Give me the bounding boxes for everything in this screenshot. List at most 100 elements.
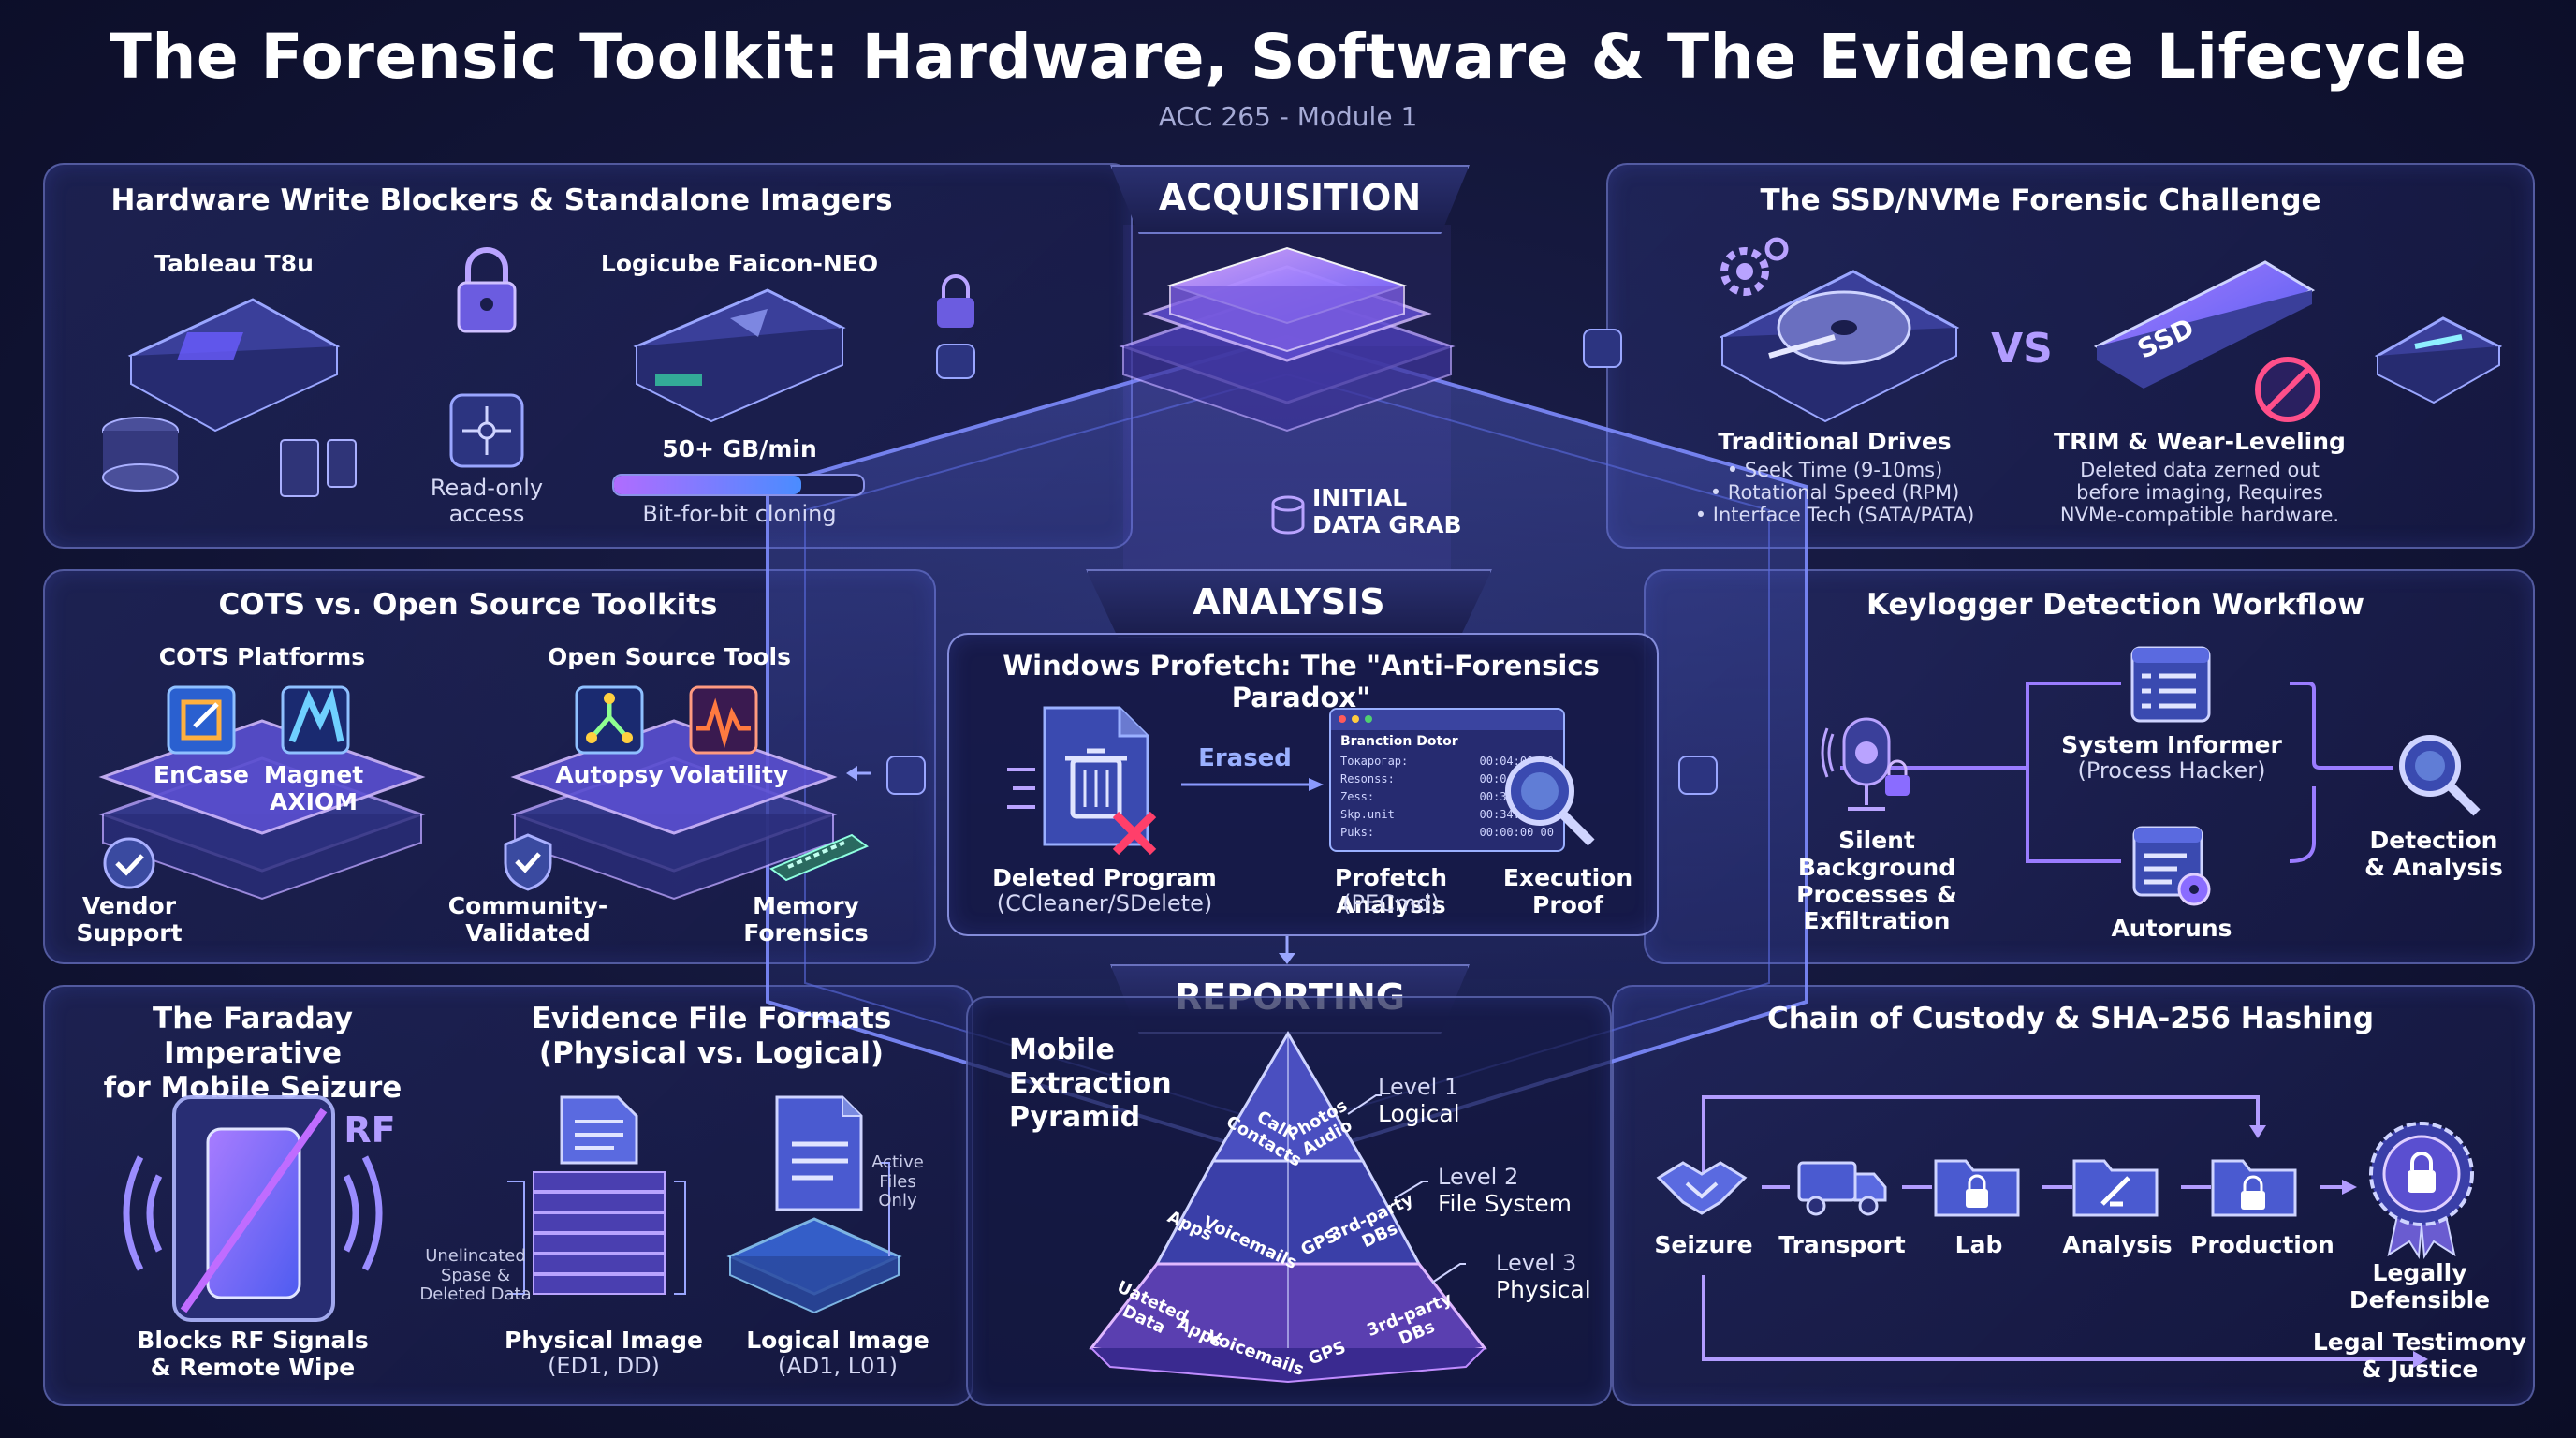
acquisition-banner: ACQUISITION (1110, 165, 1470, 234)
unallocated-text: Unelincated Spase & Deleted Data (419, 1246, 532, 1305)
custody-step-label: Transport (1778, 1231, 1906, 1258)
pyramid-title: Mobile Extraction Pyramid (1009, 1034, 1196, 1135)
active-files-label: Active Files Only (856, 1152, 940, 1211)
initial-data-grab-text: INITIAL DATA GRAB (1312, 484, 1462, 538)
faraday-title-text: The Faraday Imperative for Mobile Seizur… (103, 1002, 402, 1106)
logical-image-sub: (AD1, L01) (777, 1353, 899, 1379)
page-title: The Forensic Toolkit: Hardware, Software… (109, 21, 2467, 93)
silent-processes-label: Silent Background Processes & Exfiltrati… (1760, 827, 1994, 935)
window-row-key: Zess: (1340, 790, 1375, 803)
legal-testimony-label: Legal Testimony & Justice (2312, 1328, 2527, 1384)
community-validated-text: Community- Validated (447, 892, 608, 946)
magnet-axiom-label: Magnet AXIOM (253, 761, 374, 816)
hardware-title: Hardware Write Blockers & Standalone Ima… (110, 183, 893, 217)
lock-icon (457, 247, 517, 333)
speed-progress-fill (614, 476, 801, 494)
window-dot-icon (1339, 715, 1346, 723)
initial-data-grab: INITIAL DATA GRAB (1312, 484, 1481, 539)
readonly-label: Read-only access (393, 475, 580, 527)
logicube-label: Logicube Faicon-NEO (600, 250, 879, 277)
production-folder-icon (2211, 1159, 2297, 1217)
window-row: Puks: 00:00:00 00 (1340, 824, 1554, 842)
system-informer-sub: (Process Hacker) (2077, 757, 2266, 784)
trad-item: • Rotational Speed (RPM) (1709, 481, 1960, 505)
truck-icon (1797, 1161, 1887, 1216)
level1-name: Logical (1378, 1100, 1460, 1127)
memory-module-icon (769, 833, 869, 882)
system-informer-label: System Informer (2061, 731, 2282, 758)
window-row-key: Skp.unit (1340, 808, 1395, 821)
gear-icon (1720, 237, 1789, 296)
volatility-label: Volatility (669, 761, 789, 788)
keylogger-title: Keylogger Detection Workflow (1866, 588, 2364, 622)
physical-image-label: Physical Image (505, 1327, 703, 1354)
analysis-banner: ANALYSIS (1086, 569, 1492, 638)
encase-icon (167, 685, 236, 755)
physical-image-stack-icon (507, 1095, 686, 1295)
window-row-value: 00:00:00 00 (1479, 826, 1554, 839)
unallocated-label: Unelincated Spase & Deleted Data (410, 1246, 541, 1305)
autoruns-label: Autoruns (2111, 915, 2232, 942)
active-files-text: Active Files Only (871, 1152, 924, 1211)
window-titlebar (1331, 710, 1563, 730)
formats-title-text: Evidence File Formats (Physical vs. Logi… (531, 1002, 892, 1071)
detection-text: Detection & Analysis (2364, 827, 2503, 881)
cots-platforms-label: COTS Platforms (158, 643, 366, 670)
legally-defensible-text: Legally Defensible (2349, 1259, 2491, 1313)
prefetch-analysis-label: Profetch Analysis (1334, 864, 1448, 918)
keylogger-workflow-lines (1840, 682, 2393, 863)
window-dot-icon (1352, 715, 1359, 723)
readonly-label-text: Read-only access (430, 475, 544, 527)
webcam-lock-icon (1821, 717, 1910, 811)
deleted-file-icon (1007, 706, 1157, 856)
magnifier-icon (1505, 756, 1595, 846)
cloning-label: Bit-for-bit cloning (642, 501, 837, 527)
faraday-bag-phone-icon (123, 1095, 383, 1322)
faraday-caption-text: Blocks RF Signals & Remote Wipe (137, 1327, 369, 1381)
trad-item: • Seek Time (9-10ms) (1726, 459, 1943, 481)
window-row-key: Puks: (1340, 826, 1375, 839)
window-row-key: Resonss: (1340, 772, 1395, 785)
community-validated-label: Community- Validated (444, 892, 612, 947)
vendor-check-icon (103, 837, 155, 889)
faraday-caption: Blocks RF Signals & Remote Wipe (112, 1327, 393, 1382)
trad-item: • Interface Tech (SATA/PATA) (1694, 504, 1975, 527)
no-entry-icon (2255, 357, 2320, 422)
execution-proof-text: Execution Proof (1502, 864, 1633, 918)
logicube-device-icon (633, 288, 846, 423)
speed-progress-track (612, 474, 865, 496)
vendor-support-label: Vendor Support (54, 892, 204, 947)
window-title: Branction Dotor (1340, 734, 1458, 749)
system-informer-icon (2130, 646, 2211, 723)
magnet-axiom-text: Magnet AXIOM (263, 761, 364, 815)
memory-forensics-text: Memory Forensics (743, 892, 869, 946)
detection-magnifier-icon (2399, 735, 2481, 816)
tableau-label: Tableau T8u (154, 250, 314, 277)
ssd-title: The SSD/NVMe Forensic Challenge (1760, 183, 2321, 217)
level3-label: Level 3 (1496, 1250, 1577, 1276)
deleted-program-sub: (CCleaner/SDelete) (996, 890, 1213, 917)
trim-title: TRIM & Wear-Leveling (2054, 428, 2346, 455)
vs-label: VS (1991, 325, 2053, 373)
pyramid-leader-lines (1347, 1094, 1466, 1284)
extraction-pyramid (1089, 1031, 1487, 1384)
autoruns-icon (2132, 826, 2211, 906)
rf-label: RF (344, 1109, 396, 1151)
autopsy-icon (575, 685, 644, 755)
open-source-label: Open Source Tools (548, 643, 791, 670)
erased-arrow (1181, 778, 1324, 791)
legally-defensible-badge-icon (2369, 1122, 2474, 1260)
execution-proof-label: Execution Proof (1498, 864, 1638, 919)
magnet-axiom-icon (281, 685, 350, 755)
custody-title: Chain of Custody & SHA-256 Hashing (1766, 1002, 2375, 1035)
encase-label: EnCase (154, 761, 249, 788)
prefetch-title: Windows Profetch: The "Anti-Forensics Pa… (1003, 650, 1600, 713)
handshake-icon (1656, 1161, 1748, 1215)
trim-text: Deleted data zerned out before imaging, … (2031, 459, 2368, 526)
prefetch-analysis-sub: (PECmd) (1342, 890, 1440, 917)
faraday-title: The Faraday Imperative for Mobile Seizur… (66, 1002, 440, 1107)
autopsy-label: Autopsy (555, 761, 664, 788)
trim-text-content: Deleted data zerned out before imaging, … (2059, 459, 2340, 527)
readonly-network-icon (449, 393, 524, 468)
speed-label: 50+ GB/min (662, 435, 817, 462)
